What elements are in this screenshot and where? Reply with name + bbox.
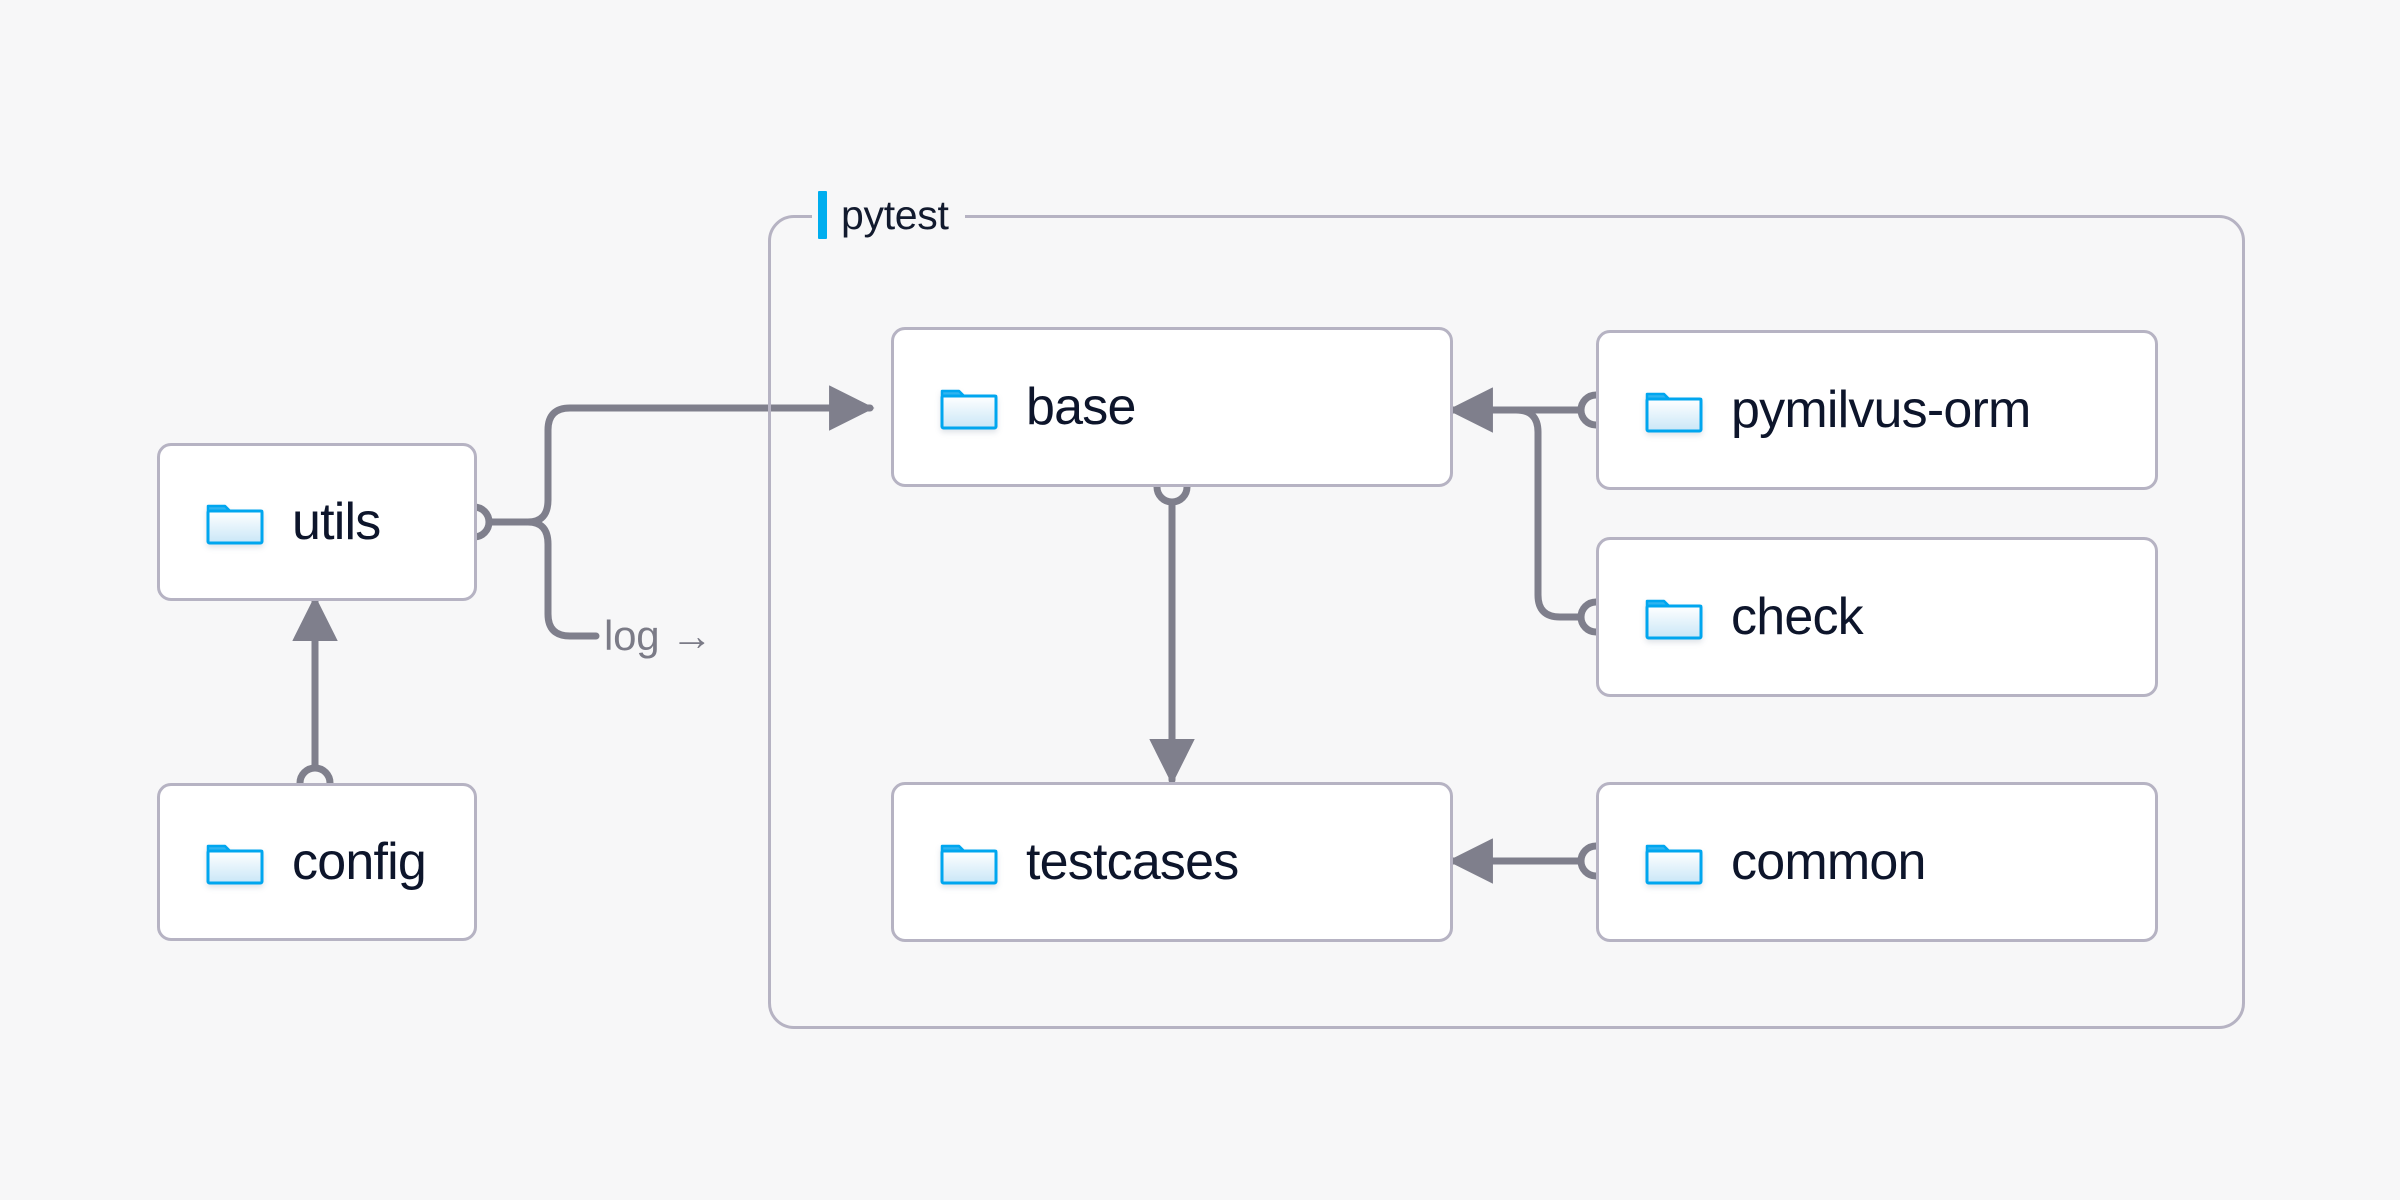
node-label: base bbox=[1026, 378, 1136, 436]
node-base[interactable]: base bbox=[891, 327, 1453, 487]
node-label: testcases bbox=[1026, 833, 1239, 891]
node-label: pymilvus-orm bbox=[1731, 381, 2031, 439]
accent-bar-icon bbox=[818, 191, 827, 239]
node-utils[interactable]: utils bbox=[157, 443, 477, 601]
folder-icon bbox=[206, 498, 264, 546]
node-label: config bbox=[292, 833, 427, 891]
group-pytest bbox=[768, 215, 2245, 1029]
wire-utils-to-log bbox=[524, 518, 600, 640]
node-config[interactable]: config bbox=[157, 783, 477, 941]
edge-label-log: log → bbox=[604, 612, 713, 659]
group-pytest-label: pytest bbox=[812, 186, 965, 244]
node-label: check bbox=[1731, 588, 1864, 646]
node-label: common bbox=[1731, 833, 1926, 891]
folder-icon bbox=[206, 838, 264, 886]
folder-icon bbox=[1645, 593, 1703, 641]
node-testcases[interactable]: testcases bbox=[891, 782, 1453, 942]
node-common[interactable]: common bbox=[1596, 782, 2158, 942]
folder-icon bbox=[1645, 838, 1703, 886]
node-pymilvus-orm[interactable]: pymilvus-orm bbox=[1596, 330, 2158, 490]
node-check[interactable]: check bbox=[1596, 537, 2158, 697]
folder-icon bbox=[940, 383, 998, 431]
group-title: pytest bbox=[841, 191, 949, 238]
node-label: utils bbox=[292, 493, 381, 551]
folder-icon bbox=[940, 838, 998, 886]
folder-icon bbox=[1645, 386, 1703, 434]
